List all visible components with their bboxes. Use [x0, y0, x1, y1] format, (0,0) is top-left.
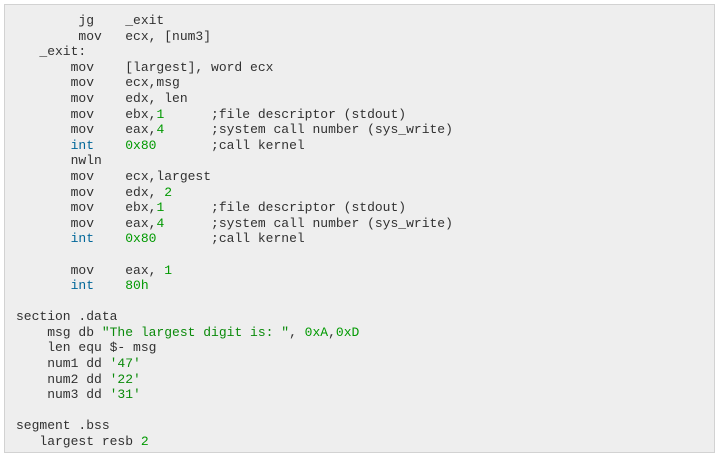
- code-token: int: [70, 278, 95, 294]
- code-token: int: [70, 231, 95, 247]
- code-token: '47': [109, 356, 141, 372]
- code-token: num2 dd: [16, 371, 110, 387]
- code-token: mov ebx,: [16, 200, 157, 216]
- code-line: int 0x80 ;call kernel: [16, 138, 453, 154]
- code-token: num1 dd: [16, 356, 110, 372]
- code-line: int 80h: [16, 278, 453, 294]
- code-token: 0x80: [125, 231, 157, 247]
- code-token: num3 dd: [16, 387, 110, 403]
- code-token: ;call kernel: [156, 137, 305, 153]
- code-token: mov ecx, [num3]: [16, 28, 212, 44]
- code-line: _exit:: [16, 44, 453, 60]
- code-token: [16, 138, 71, 153]
- code-token: '31': [109, 387, 141, 403]
- code-token: 0xD: [335, 324, 360, 340]
- code-token: mov [largest], word ecx: [16, 59, 274, 75]
- code-token: 4: [156, 122, 165, 138]
- code-line: num3 dd '31': [16, 387, 453, 403]
- code-line: mov ebx,1 ;file descriptor (stdout): [16, 200, 453, 216]
- code-line: mov edx, len: [16, 91, 453, 107]
- code-line: nwln: [16, 153, 453, 169]
- code-line: int 0x80 ;call kernel: [16, 231, 453, 247]
- code-block: jg _exit mov ecx, [num3] _exit: mov [lar…: [4, 4, 715, 453]
- code-token: 2: [140, 434, 149, 450]
- code-line: [16, 403, 453, 419]
- code-token: _exit:: [16, 44, 87, 60]
- code-listing: jg _exit mov ecx, [num3] _exit: mov [lar…: [16, 13, 453, 450]
- code-token: nwln: [16, 153, 102, 169]
- code-token: ,: [328, 324, 336, 340]
- code-line: mov ecx,msg: [16, 75, 453, 91]
- code-token: int: [70, 137, 95, 153]
- code-line: msg db "The largest digit is: ", 0xA,0xD: [16, 325, 453, 341]
- code-token: 2: [164, 184, 173, 200]
- code-line: num1 dd '47': [16, 356, 453, 372]
- code-line: mov [largest], word ecx: [16, 60, 453, 76]
- code-line: section .data: [16, 309, 453, 325]
- code-line: [16, 294, 453, 310]
- code-line: segment .bss: [16, 418, 453, 434]
- code-token: mov eax,: [16, 122, 157, 138]
- code-token: '22': [109, 371, 141, 387]
- code-token: "The largest digit is: ": [101, 324, 290, 340]
- code-line: mov ebx,1 ;file descriptor (stdout): [16, 107, 453, 123]
- code-line: num2 dd '22': [16, 372, 453, 388]
- code-token: msg db: [16, 324, 102, 340]
- code-token: mov eax,: [16, 262, 165, 278]
- code-token: 0x80: [125, 137, 157, 153]
- code-token: 1: [156, 106, 165, 122]
- code-token: ;file descriptor (stdout): [164, 106, 407, 122]
- code-line: len equ $- msg: [16, 340, 453, 356]
- code-token: mov eax,: [16, 215, 157, 231]
- code-token: mov edx, len: [16, 90, 188, 106]
- code-token: ;file descriptor (stdout): [164, 200, 407, 216]
- code-line: mov ecx, [num3]: [16, 29, 453, 45]
- code-token: [94, 138, 125, 153]
- code-token: mov ecx,msg: [16, 75, 180, 91]
- code-token: largest resb: [16, 434, 141, 450]
- code-token: [94, 231, 125, 246]
- code-line: mov eax,4 ;system call number (sys_write…: [16, 122, 453, 138]
- code-token: 1: [156, 200, 165, 216]
- code-token: ,: [289, 324, 305, 340]
- code-line: jg _exit: [16, 13, 453, 29]
- code-line: mov eax, 1: [16, 263, 453, 279]
- code-token: section .data: [16, 309, 118, 325]
- code-token: segment .bss: [16, 418, 110, 434]
- code-token: 1: [164, 262, 173, 278]
- code-line: mov ecx,largest: [16, 169, 453, 185]
- code-token: [94, 278, 125, 293]
- code-line: mov edx, 2: [16, 185, 453, 201]
- code-token: ;system call number (sys_write): [164, 122, 453, 138]
- code-line: [16, 247, 453, 263]
- code-token: mov ebx,: [16, 106, 157, 122]
- code-token: 80h: [125, 278, 149, 294]
- code-token: [16, 278, 71, 293]
- code-token: ;call kernel: [156, 231, 305, 247]
- code-token: ;system call number (sys_write): [164, 215, 453, 231]
- code-line: largest resb 2: [16, 434, 453, 450]
- code-token: 0xA: [304, 324, 329, 340]
- code-token: len equ $- msg: [16, 340, 157, 356]
- code-token: mov edx,: [16, 184, 165, 200]
- code-token: [16, 231, 71, 246]
- code-token: mov ecx,largest: [16, 168, 212, 184]
- code-line: mov eax,4 ;system call number (sys_write…: [16, 216, 453, 232]
- code-token: jg _exit: [16, 13, 165, 28]
- code-token: 4: [156, 215, 165, 231]
